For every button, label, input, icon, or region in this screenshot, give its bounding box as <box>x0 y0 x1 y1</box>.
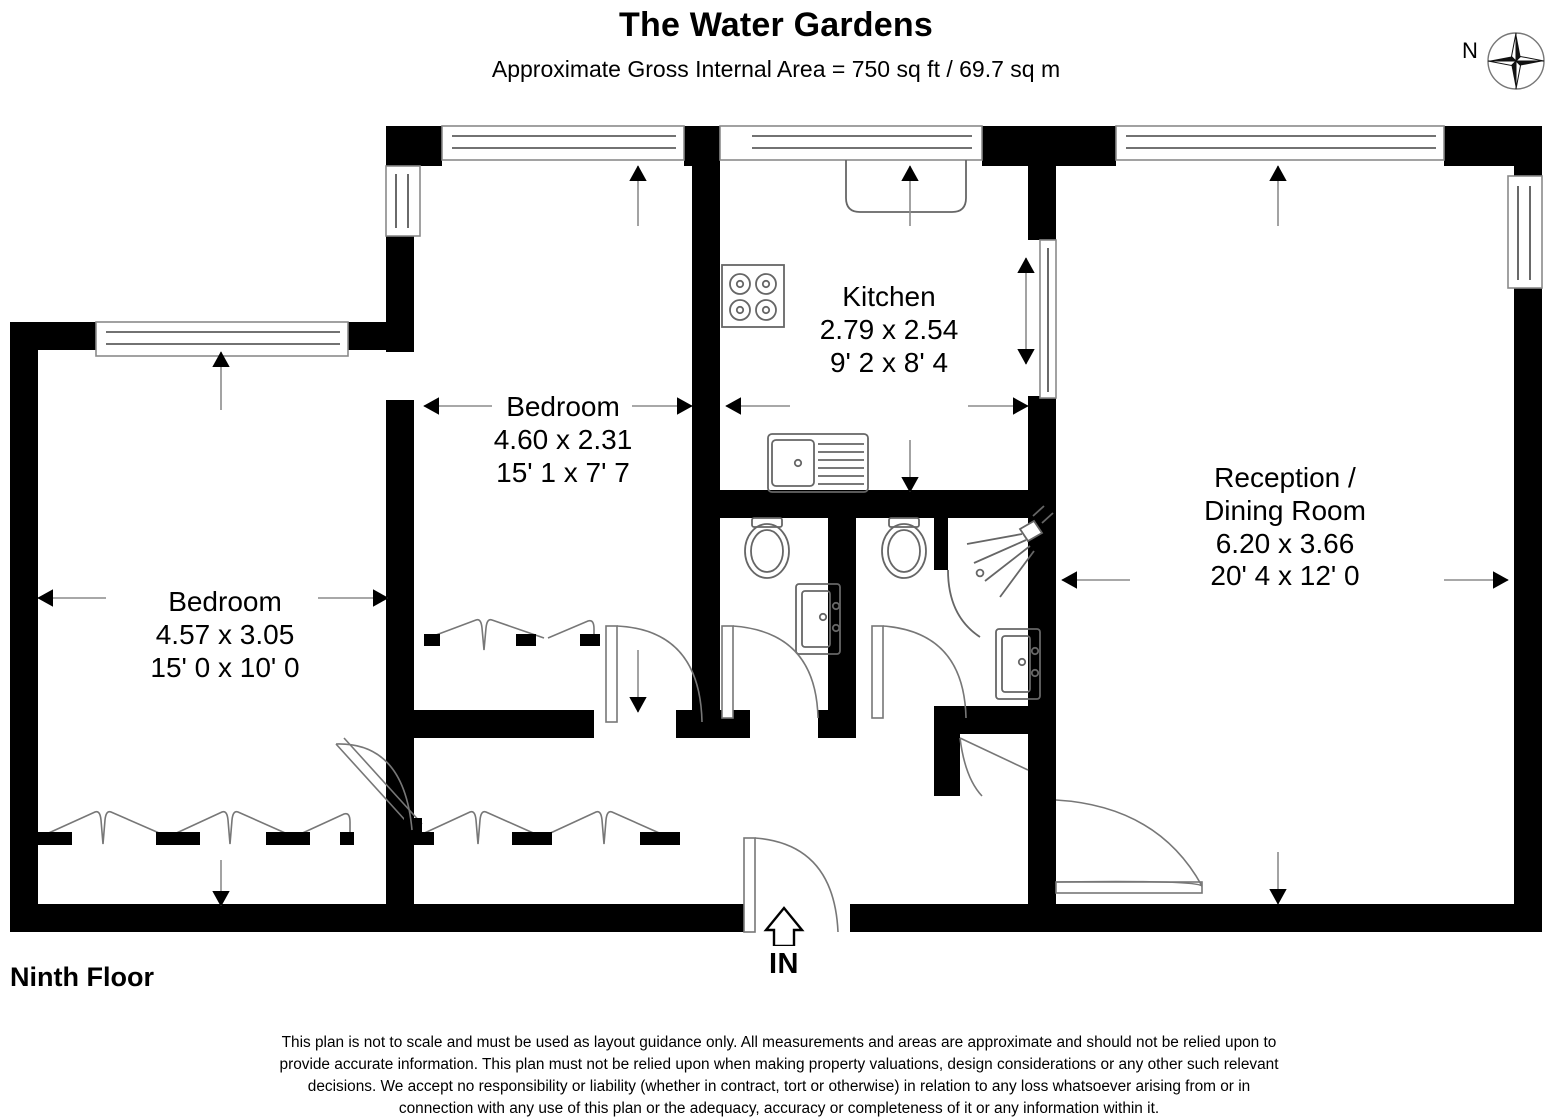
entrance-label: IN <box>769 948 799 980</box>
plan-header: The Water Gardens Approximate Gross Inte… <box>0 0 1552 83</box>
room-label-bedroom-second: Bedroom 4.60 x 2.31 15' 1 x 7' 7 <box>400 391 726 489</box>
worktop-icon <box>845 160 967 213</box>
room-dim-imperial: 9' 2 x 8' 4 <box>829 346 949 378</box>
toilet-icon <box>744 517 790 579</box>
room-name: Bedroom <box>506 391 620 422</box>
windows-layer <box>95 125 1543 399</box>
room-dim-metric: 2.79 x 2.54 <box>819 313 959 345</box>
shower-head-icon <box>947 505 1054 638</box>
disclaimer-line-1: This plan is not to scale and must be us… <box>281 1034 1277 1051</box>
room-dim-imperial: 20' 4 x 12' 0 <box>1210 560 1360 592</box>
gross-area-note: Approximate Gross Internal Area = 750 sq… <box>491 56 1061 83</box>
basin-icon <box>995 628 1041 700</box>
disclaimer-line-2: provide accurate information. This plan … <box>279 1055 1279 1073</box>
compass-rose: N <box>1462 22 1548 100</box>
room-name: Kitchen <box>842 281 936 312</box>
room-dim-imperial: 15' 1 x 7' 7 <box>496 456 630 488</box>
walls-layer <box>10 126 1542 932</box>
sink-icon <box>767 433 869 493</box>
page-title: The Water Gardens <box>619 6 933 44</box>
room-label-bedroom-main: Bedroom 4.57 x 3.05 15' 0 x 10' 0 <box>62 586 388 684</box>
room-name-line1: Reception / <box>1214 462 1356 493</box>
arrow-up-icon <box>763 906 805 948</box>
doors-layer <box>335 625 1203 933</box>
compass-rose-icon <box>1487 32 1545 90</box>
disclaimer: This plan is not to scale and must be us… <box>196 1032 1362 1120</box>
bathroom-fixtures <box>744 505 1054 700</box>
basin-icon <box>795 583 841 655</box>
dimension-arrows <box>37 165 1509 907</box>
entrance-marker: IN <box>756 906 812 984</box>
room-label-reception-dining: Reception / Dining Room 6.20 x 3.66 20' … <box>1140 462 1430 593</box>
disclaimer-line-3: decisions. We accept no responsibility o… <box>307 1077 1251 1095</box>
disclaimer-line-4: connection with any use of this plan or … <box>398 1099 1160 1117</box>
room-dim-metric: 4.60 x 2.31 <box>493 423 633 455</box>
room-dim-metric: 4.57 x 3.05 <box>155 618 295 650</box>
room-dim-imperial: 15' 0 x 10' 0 <box>150 651 300 683</box>
toilet-icon <box>881 517 927 579</box>
room-label-kitchen: Kitchen 2.79 x 2.54 9' 2 x 8' 4 <box>746 281 1032 379</box>
wardrobe-icon <box>38 618 680 845</box>
room-name-line2: Dining Room <box>1204 494 1366 526</box>
room-dim-metric: 6.20 x 3.66 <box>1215 527 1355 559</box>
kitchen-fixtures <box>721 160 967 493</box>
floor-label: Ninth Floor <box>10 962 154 992</box>
hob-icon <box>721 264 785 328</box>
compass-north-label: N <box>1462 38 1478 63</box>
room-name: Bedroom <box>168 586 282 617</box>
